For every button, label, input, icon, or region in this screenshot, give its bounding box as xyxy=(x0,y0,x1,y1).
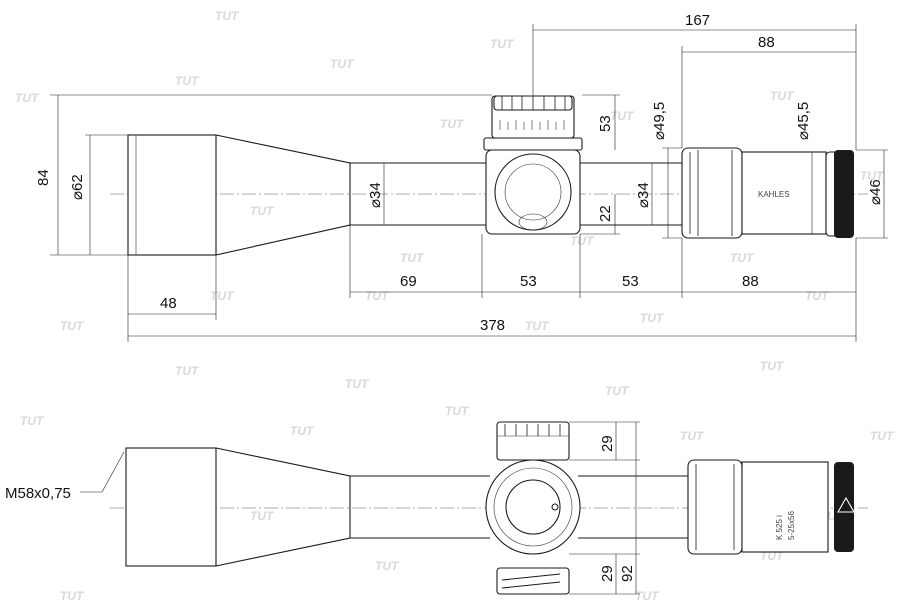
watermark: TUT xyxy=(365,289,390,303)
dim-48-label: 48 xyxy=(160,295,177,312)
side-view: K 525 i 5-25x56 M58x0,75 29 29 92 xyxy=(5,421,868,595)
watermark: TUT xyxy=(805,289,830,303)
mag-ring-knurl xyxy=(689,150,733,236)
watermark: TUT xyxy=(175,364,200,378)
objective-taper xyxy=(215,447,351,567)
dim-378-label: 378 xyxy=(480,317,505,334)
brand-label: KAHLES xyxy=(758,190,790,199)
top-view: KAHLES 84 ⌀62 ⌀34 53 22 ⌀34 ⌀49,5 ⌀ xyxy=(35,12,888,342)
turret-knurl xyxy=(504,424,561,436)
watermark: TUT xyxy=(250,204,275,218)
dim-88-bottom-label: 88 xyxy=(742,273,759,290)
watermark: TUT xyxy=(15,91,40,105)
magnification-ring xyxy=(681,147,743,239)
watermark-layer: TUT TUT TUT TUT TUT TUT TUT TUT TUT TUT … xyxy=(15,9,895,603)
watermark: TUT xyxy=(175,74,200,88)
dim-62-label: ⌀62 xyxy=(69,174,86,200)
turret-base-ring xyxy=(483,137,583,151)
turret-scale xyxy=(499,120,565,130)
watermark: TUT xyxy=(680,429,705,443)
magnification-label: 5-25x56 xyxy=(787,511,796,540)
parallax-button xyxy=(518,213,548,231)
diopter-knurl xyxy=(834,150,854,238)
dim-53-a-label: 53 xyxy=(520,273,537,290)
dim-88-top-label: 88 xyxy=(758,34,775,51)
mag-ring-knurl xyxy=(695,464,735,550)
watermark: TUT xyxy=(440,117,465,131)
main-tube-front xyxy=(350,162,486,226)
watermark: TUT xyxy=(760,359,785,373)
watermark: TUT xyxy=(290,424,315,438)
bottom-turret-lines xyxy=(501,573,561,589)
dim-46-label: ⌀46 xyxy=(867,179,884,205)
watermark: TUT xyxy=(20,414,45,428)
watermark: TUT xyxy=(330,57,355,71)
watermark: TUT xyxy=(525,319,550,333)
watermark: TUT xyxy=(610,109,635,123)
triangle-outline-icon xyxy=(837,496,855,513)
windage-knob-inner xyxy=(504,163,562,221)
elevation-turret xyxy=(496,421,570,461)
dim-34-tube-label: ⌀34 xyxy=(367,182,384,208)
ocular-housing xyxy=(741,461,829,553)
watermark: TUT xyxy=(60,319,85,333)
zero-marker xyxy=(551,503,559,511)
dim-29-bottom-label: 29 xyxy=(599,565,616,582)
dim-29-top-label: 29 xyxy=(599,435,616,452)
dim-49-5-label: ⌀49,5 xyxy=(651,102,668,140)
dim-53-turret-label: 53 xyxy=(597,115,614,132)
turret-knurl xyxy=(501,96,566,110)
dim-69-label: 69 xyxy=(400,273,417,290)
watermark: TUT xyxy=(570,234,595,248)
watermark: TUT xyxy=(605,384,630,398)
watermark: TUT xyxy=(860,169,885,183)
watermark: TUT xyxy=(215,9,240,23)
thread-leader xyxy=(101,451,125,493)
watermark: TUT xyxy=(375,559,400,573)
watermark: TUT xyxy=(60,589,85,603)
dim-45-5-label: ⌀45,5 xyxy=(795,102,812,140)
dim-34-right-label: ⌀34 xyxy=(635,182,652,208)
watermark: TUT xyxy=(400,251,425,265)
objective-bell xyxy=(125,447,217,567)
watermark: TUT xyxy=(770,89,795,103)
model-label: K 525 i xyxy=(775,515,784,540)
bottom-turret xyxy=(496,567,570,595)
thread-label: M58x0,75 xyxy=(5,485,71,502)
watermark: TUT xyxy=(870,429,895,443)
dim-167-label: 167 xyxy=(685,12,710,29)
watermark: TUT xyxy=(635,589,660,603)
windage-knob xyxy=(494,153,572,231)
watermark: TUT xyxy=(445,404,470,418)
main-tube-rear xyxy=(580,162,682,226)
dim-22-label: 22 xyxy=(597,205,614,222)
watermark: TUT xyxy=(250,509,275,523)
watermark: TUT xyxy=(640,311,665,325)
objective-bell xyxy=(127,134,217,256)
windage-cap xyxy=(505,479,561,535)
turret-housing-ring xyxy=(493,467,573,547)
dim-92-label: 92 xyxy=(619,565,636,582)
watermark: TUT xyxy=(210,289,235,303)
diopter-knurl xyxy=(834,462,854,552)
watermark: TUT xyxy=(730,251,755,265)
watermark: TUT xyxy=(345,377,370,391)
main-tube-rear xyxy=(578,475,688,539)
main-tube-front xyxy=(350,475,490,539)
objective-taper xyxy=(215,134,351,256)
dim-84-label: 84 xyxy=(35,169,52,186)
dim-53-b-label: 53 xyxy=(622,273,639,290)
watermark: TUT xyxy=(490,37,515,51)
